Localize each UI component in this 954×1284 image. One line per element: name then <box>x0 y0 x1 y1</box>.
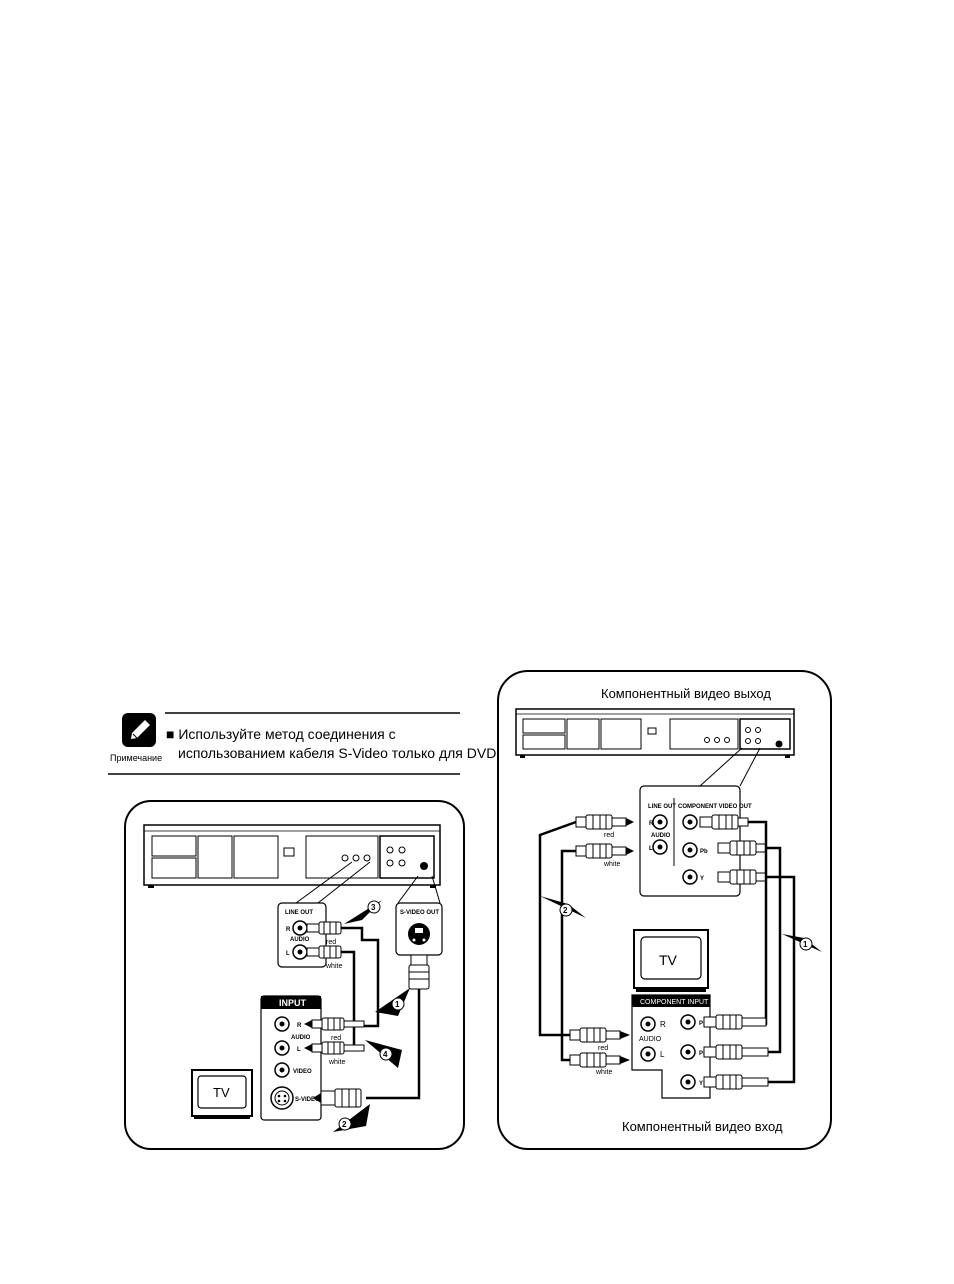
input-audio-label: AUDIO <box>291 1035 311 1041</box>
note-label: Примечание <box>110 753 162 763</box>
svideo-plug-input <box>313 1088 362 1108</box>
audio-cable-red-right <box>538 820 577 1037</box>
comp-in-l: L <box>660 1050 665 1059</box>
pencil-icon <box>122 713 156 747</box>
tv-icon-left: TV <box>191 1069 253 1119</box>
input-l-label: L <box>297 1047 301 1053</box>
comp-out-y: Y <box>700 876 704 882</box>
svideo-out-box: S-VIDEO OUT <box>395 902 443 956</box>
cable-red-top-right: red <box>604 832 614 839</box>
rca-plugs-input-left <box>304 1017 365 1055</box>
svideo-plug-top <box>408 954 430 990</box>
component-cable-pb <box>766 846 782 1054</box>
lineout-l-label: L <box>286 951 290 957</box>
rca-plugs-compin-right <box>703 1014 769 1090</box>
lineout-title: LINE OUT <box>285 910 313 916</box>
cable-red-label-top: red <box>326 939 336 946</box>
svideo-out-jack <box>408 923 430 945</box>
svideo-out-title: S-VIDEO OUT <box>400 910 439 916</box>
cable-white-bottom-right: white <box>595 1069 612 1076</box>
comp-in-title: COMPONENT INPUT <box>640 999 709 1006</box>
comp-in-audio: AUDIO <box>639 1036 662 1043</box>
step-1-marker-left: 1 <box>375 988 410 1016</box>
right-diagram-caption: Компонентный видео вход <box>622 1119 783 1134</box>
svg-text:3: 3 <box>371 903 376 912</box>
comp-in-pb: Pb <box>699 1051 707 1057</box>
input-panel-title: INPUT <box>279 998 307 1008</box>
comp-in-y: Y <box>699 1081 703 1087</box>
comp-out-pb: Pb <box>700 849 708 855</box>
dvd-player-rear-right <box>515 708 795 758</box>
note-line-1: ■ Используйте метод соединения с <box>166 726 396 742</box>
tv-icon-right: TV <box>633 929 709 992</box>
lineout-title-right: LINE OUT <box>648 804 676 810</box>
audio-cable-red-left <box>341 926 380 1028</box>
component-cable-pr <box>748 820 768 1025</box>
step-2-marker-right: 2 <box>540 896 586 918</box>
right-diagram: Компонентный видео выход <box>497 670 832 1150</box>
tv-label-right: TV <box>659 952 678 968</box>
component-cable-y <box>766 875 796 1084</box>
lineout-audio-right: AUDIO <box>651 833 671 839</box>
input-svideo-jack <box>270 1086 294 1110</box>
note-line-2: использованием кабеля S-Video только для… <box>178 745 500 761</box>
tv-input-panel: INPUT R AUDIO L VIDEO S-VIDEO <box>260 995 322 1121</box>
right-diagram-title: Компонентный видео выход <box>601 686 771 701</box>
svg-text:1: 1 <box>395 1000 400 1009</box>
rca-plugs-compin-left <box>569 1027 630 1068</box>
component-input-panel: COMPONENT INPUT R AUDIO L Pr Pb Y <box>631 994 711 1099</box>
input-r-label: R <box>297 1023 302 1029</box>
cable-white-label-bottom: white <box>328 1059 345 1066</box>
step-2-marker-left: 2 <box>333 1104 370 1132</box>
dvd-player-rear-left <box>143 824 441 888</box>
step-3-marker-left: 3 <box>344 900 382 924</box>
lineout-r-right: R <box>649 821 654 827</box>
svg-text:4: 4 <box>383 1050 388 1059</box>
input-svideo-label: S-VIDEO <box>295 1097 320 1103</box>
step-1-marker-right: 1 <box>782 934 822 952</box>
comp-in-r: R <box>660 1020 666 1029</box>
lineout-audio-label: AUDIO <box>290 937 310 943</box>
lineout-l-right: L <box>649 846 653 852</box>
comp-out-title: COMPONENT VIDEO OUT <box>678 804 752 810</box>
svideo-cable <box>366 989 421 1100</box>
svg-text:2: 2 <box>563 906 568 915</box>
audio-cable-white-right <box>560 849 576 1062</box>
lineout-r-label: R <box>286 927 291 933</box>
svg-text:2: 2 <box>342 1120 347 1129</box>
cable-red-bottom-right: red <box>598 1045 608 1052</box>
step-4-marker-left: 4 <box>365 1040 402 1068</box>
cable-white-top-right: white <box>603 861 620 868</box>
comp-in-pr: Pr <box>699 1021 706 1027</box>
left-diagram: LINE OUT R AUDIO L S-VIDEO OUT <box>124 800 465 1150</box>
tv-label-left: TV <box>213 1085 230 1100</box>
rca-plugs-compout-right <box>699 814 767 885</box>
left-diagram-frame <box>124 800 465 1150</box>
rca-plugs-lineout-right <box>575 814 634 859</box>
cable-red-label-bottom: red <box>331 1035 341 1042</box>
cable-white-label-top: white <box>325 963 342 970</box>
input-video-label: VIDEO <box>293 1069 312 1075</box>
svg-text:1: 1 <box>803 940 808 949</box>
note-block: Примечание ■ Используйте метод соединени… <box>108 712 500 775</box>
